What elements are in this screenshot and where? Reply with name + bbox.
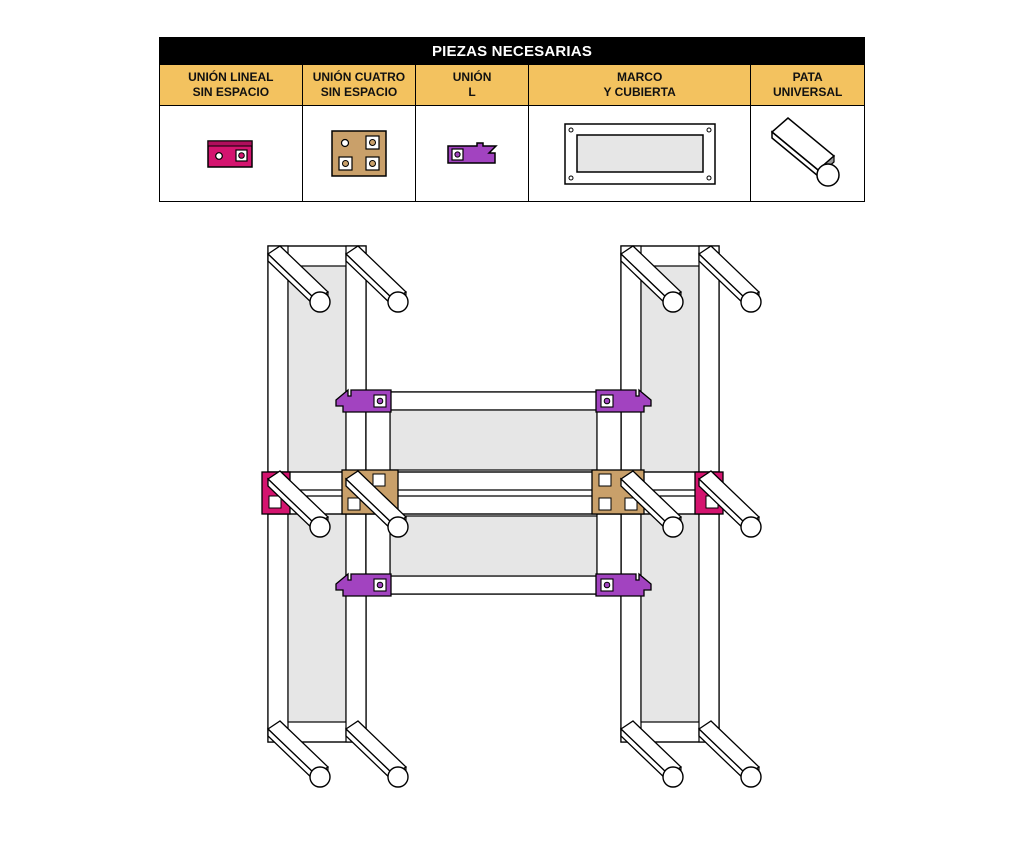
universal-leg-cell	[751, 106, 864, 201]
l-joint-top-right	[595, 389, 652, 413]
universal-leg-icon	[770, 116, 840, 187]
column-header-linear-joint: UNIÓN LINEAL SIN ESPACIO	[160, 65, 303, 105]
column-header-universal-leg: PATA UNIVERSAL	[751, 65, 864, 105]
table-image-row	[160, 106, 864, 201]
frame-and-cover-icon	[563, 122, 716, 185]
l-joint-bottom-left	[335, 573, 392, 597]
table-header-row: UNIÓN LINEAL SIN ESPACIO UNIÓN CUATRO SI…	[160, 65, 864, 106]
frame-cover-cell	[529, 106, 752, 201]
linear-joint-cell	[160, 106, 303, 201]
four-way-joint-cell	[303, 106, 417, 201]
column-header-l-joint: UNIÓN L	[416, 65, 529, 105]
leg-bottom-2	[345, 720, 409, 788]
l-joint-icon	[447, 141, 498, 164]
l-joint-top-left	[335, 389, 392, 413]
l-joint-bottom-right	[595, 573, 652, 597]
l-joint-cell	[416, 106, 529, 201]
table-title: PIEZAS NECESARIAS	[160, 38, 864, 65]
parts-table: PIEZAS NECESARIAS UNIÓN LINEAL SIN ESPAC…	[159, 37, 865, 202]
column-header-four-way-joint: UNIÓN CUATRO SIN ESPACIO	[302, 65, 417, 105]
four-way-joint-no-gap-icon	[331, 129, 387, 177]
leg-bottom-4	[698, 720, 762, 788]
column-header-frame-cover: MARCO Y CUBIERTA	[528, 65, 752, 105]
linear-joint-no-gap-icon	[207, 139, 253, 168]
